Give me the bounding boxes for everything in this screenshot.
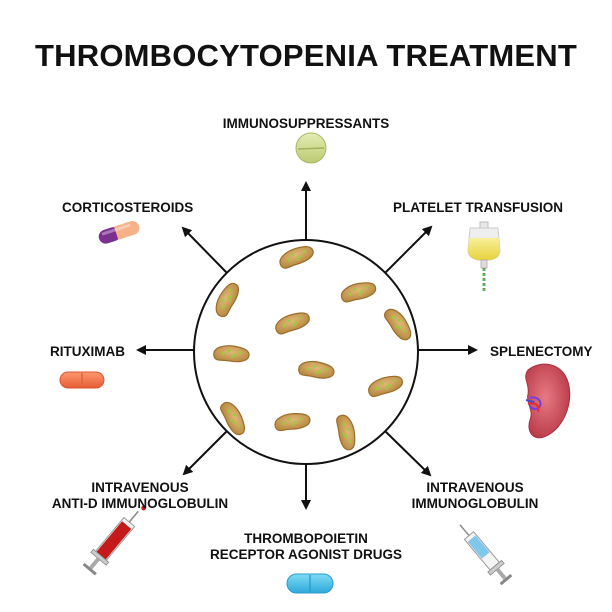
orange-tablet-icon — [59, 371, 105, 389]
arrows — [136, 181, 478, 510]
label-corticosteroids: CORTICOSTEROIDS — [62, 200, 194, 215]
blood-syringe-icon — [82, 505, 147, 576]
spleen-icon — [525, 363, 571, 439]
transfusion-bag-icon — [467, 221, 501, 292]
label-iv-immunoglobulin: INTRAVENOUS IMMUNOGLOBULIN — [411, 480, 539, 511]
capsule-icon — [98, 220, 140, 244]
label-anti-d-immunoglobulin: INTRAVENOUS ANTI-D IMMUNOGLOBULIN — [51, 480, 229, 511]
label-platelet-transfusion: PLATELET TRANSFUSION — [393, 200, 563, 215]
label-thrombopoietin: THROMBOPOIETIN RECEPTOR AGONIST DRUGS — [209, 531, 403, 562]
label-rituximab: RITUXIMAB — [50, 344, 125, 359]
arrow-up-left — [181, 226, 228, 274]
label-splenectomy: SPLENECTOMY — [490, 344, 593, 359]
blue-tablet-icon — [286, 573, 334, 594]
label-immunosuppressants: IMMUNOSUPPRESSANTS — [222, 116, 390, 131]
arrow-down-left — [182, 430, 228, 476]
arrow-down-right — [384, 430, 432, 477]
syringe-icon — [459, 524, 513, 586]
page-title: THROMBOCYTOPENIA TREATMENT — [35, 38, 577, 73]
arrow-up-right — [384, 225, 433, 274]
green-tablet-icon — [295, 132, 327, 164]
